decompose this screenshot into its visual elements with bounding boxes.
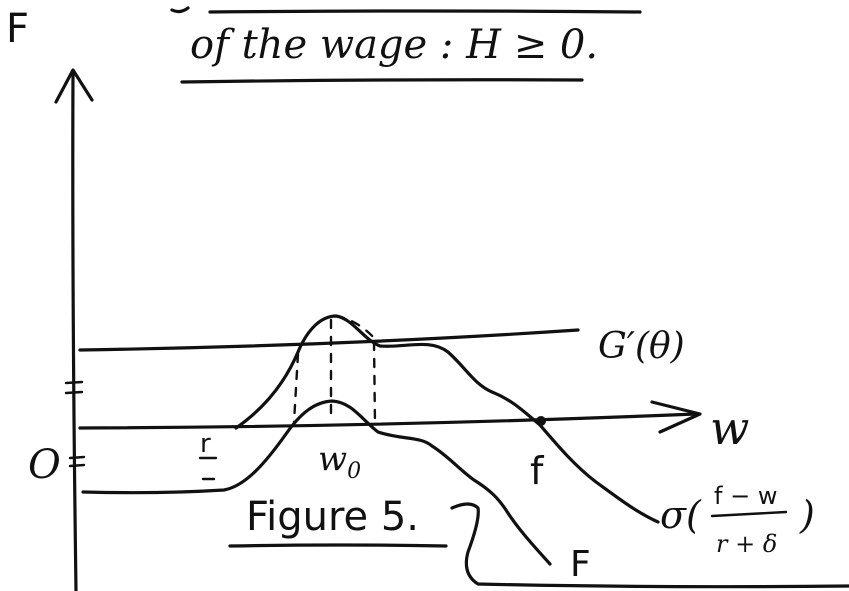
f-label: f: [530, 449, 545, 493]
caption-bracket: [450, 502, 849, 589]
header-text: of the wage : H ≥ 0.: [190, 22, 598, 68]
header-underline: [180, 78, 584, 84]
sigma-suffix: ): [799, 493, 815, 537]
figure-caption: Figure 5.: [246, 494, 419, 540]
y-axis-arrowhead: [54, 68, 94, 104]
sigma-denominator: r + δ: [716, 530, 777, 558]
g-prime-prime: ′: [627, 326, 635, 367]
y-axis: [71, 70, 78, 591]
sigma-curve: [234, 314, 660, 524]
w0-subscript: 0: [347, 459, 361, 484]
sigma-fraction-bar: [710, 510, 788, 518]
f-curve-label: F: [570, 544, 591, 585]
r-label: r: [200, 429, 211, 459]
sigma-label: σ( f − w r + δ ): [660, 482, 815, 558]
dashed-guide-right: [372, 340, 377, 426]
sigma-numerator: f − w: [714, 482, 777, 510]
caption-underline: [228, 543, 448, 548]
w0-label: w0: [318, 439, 361, 484]
f-point: [536, 416, 546, 426]
y-tick-upper: [64, 380, 84, 395]
origin-label: O: [28, 442, 61, 488]
g-prime-line: [78, 328, 580, 352]
x-axis-label: w: [710, 401, 749, 455]
g-prime-arg: (θ): [635, 326, 685, 367]
r-underline: [198, 456, 218, 481]
dashed-hump-cap: [334, 314, 378, 342]
g-prime-label: G′(θ): [598, 326, 685, 367]
dashed-guide-left: [292, 352, 300, 424]
w0-main: w: [318, 439, 347, 479]
y-axis-label: F: [6, 6, 29, 52]
header-top-underline: [170, 6, 642, 14]
x-axis: [78, 412, 698, 430]
y-tick-origin: [68, 455, 86, 468]
f-curve: [81, 399, 552, 566]
x-axis-arrowhead: [650, 400, 702, 434]
sigma-prefix: σ(: [660, 493, 702, 537]
g-prime-name: G: [598, 326, 627, 367]
